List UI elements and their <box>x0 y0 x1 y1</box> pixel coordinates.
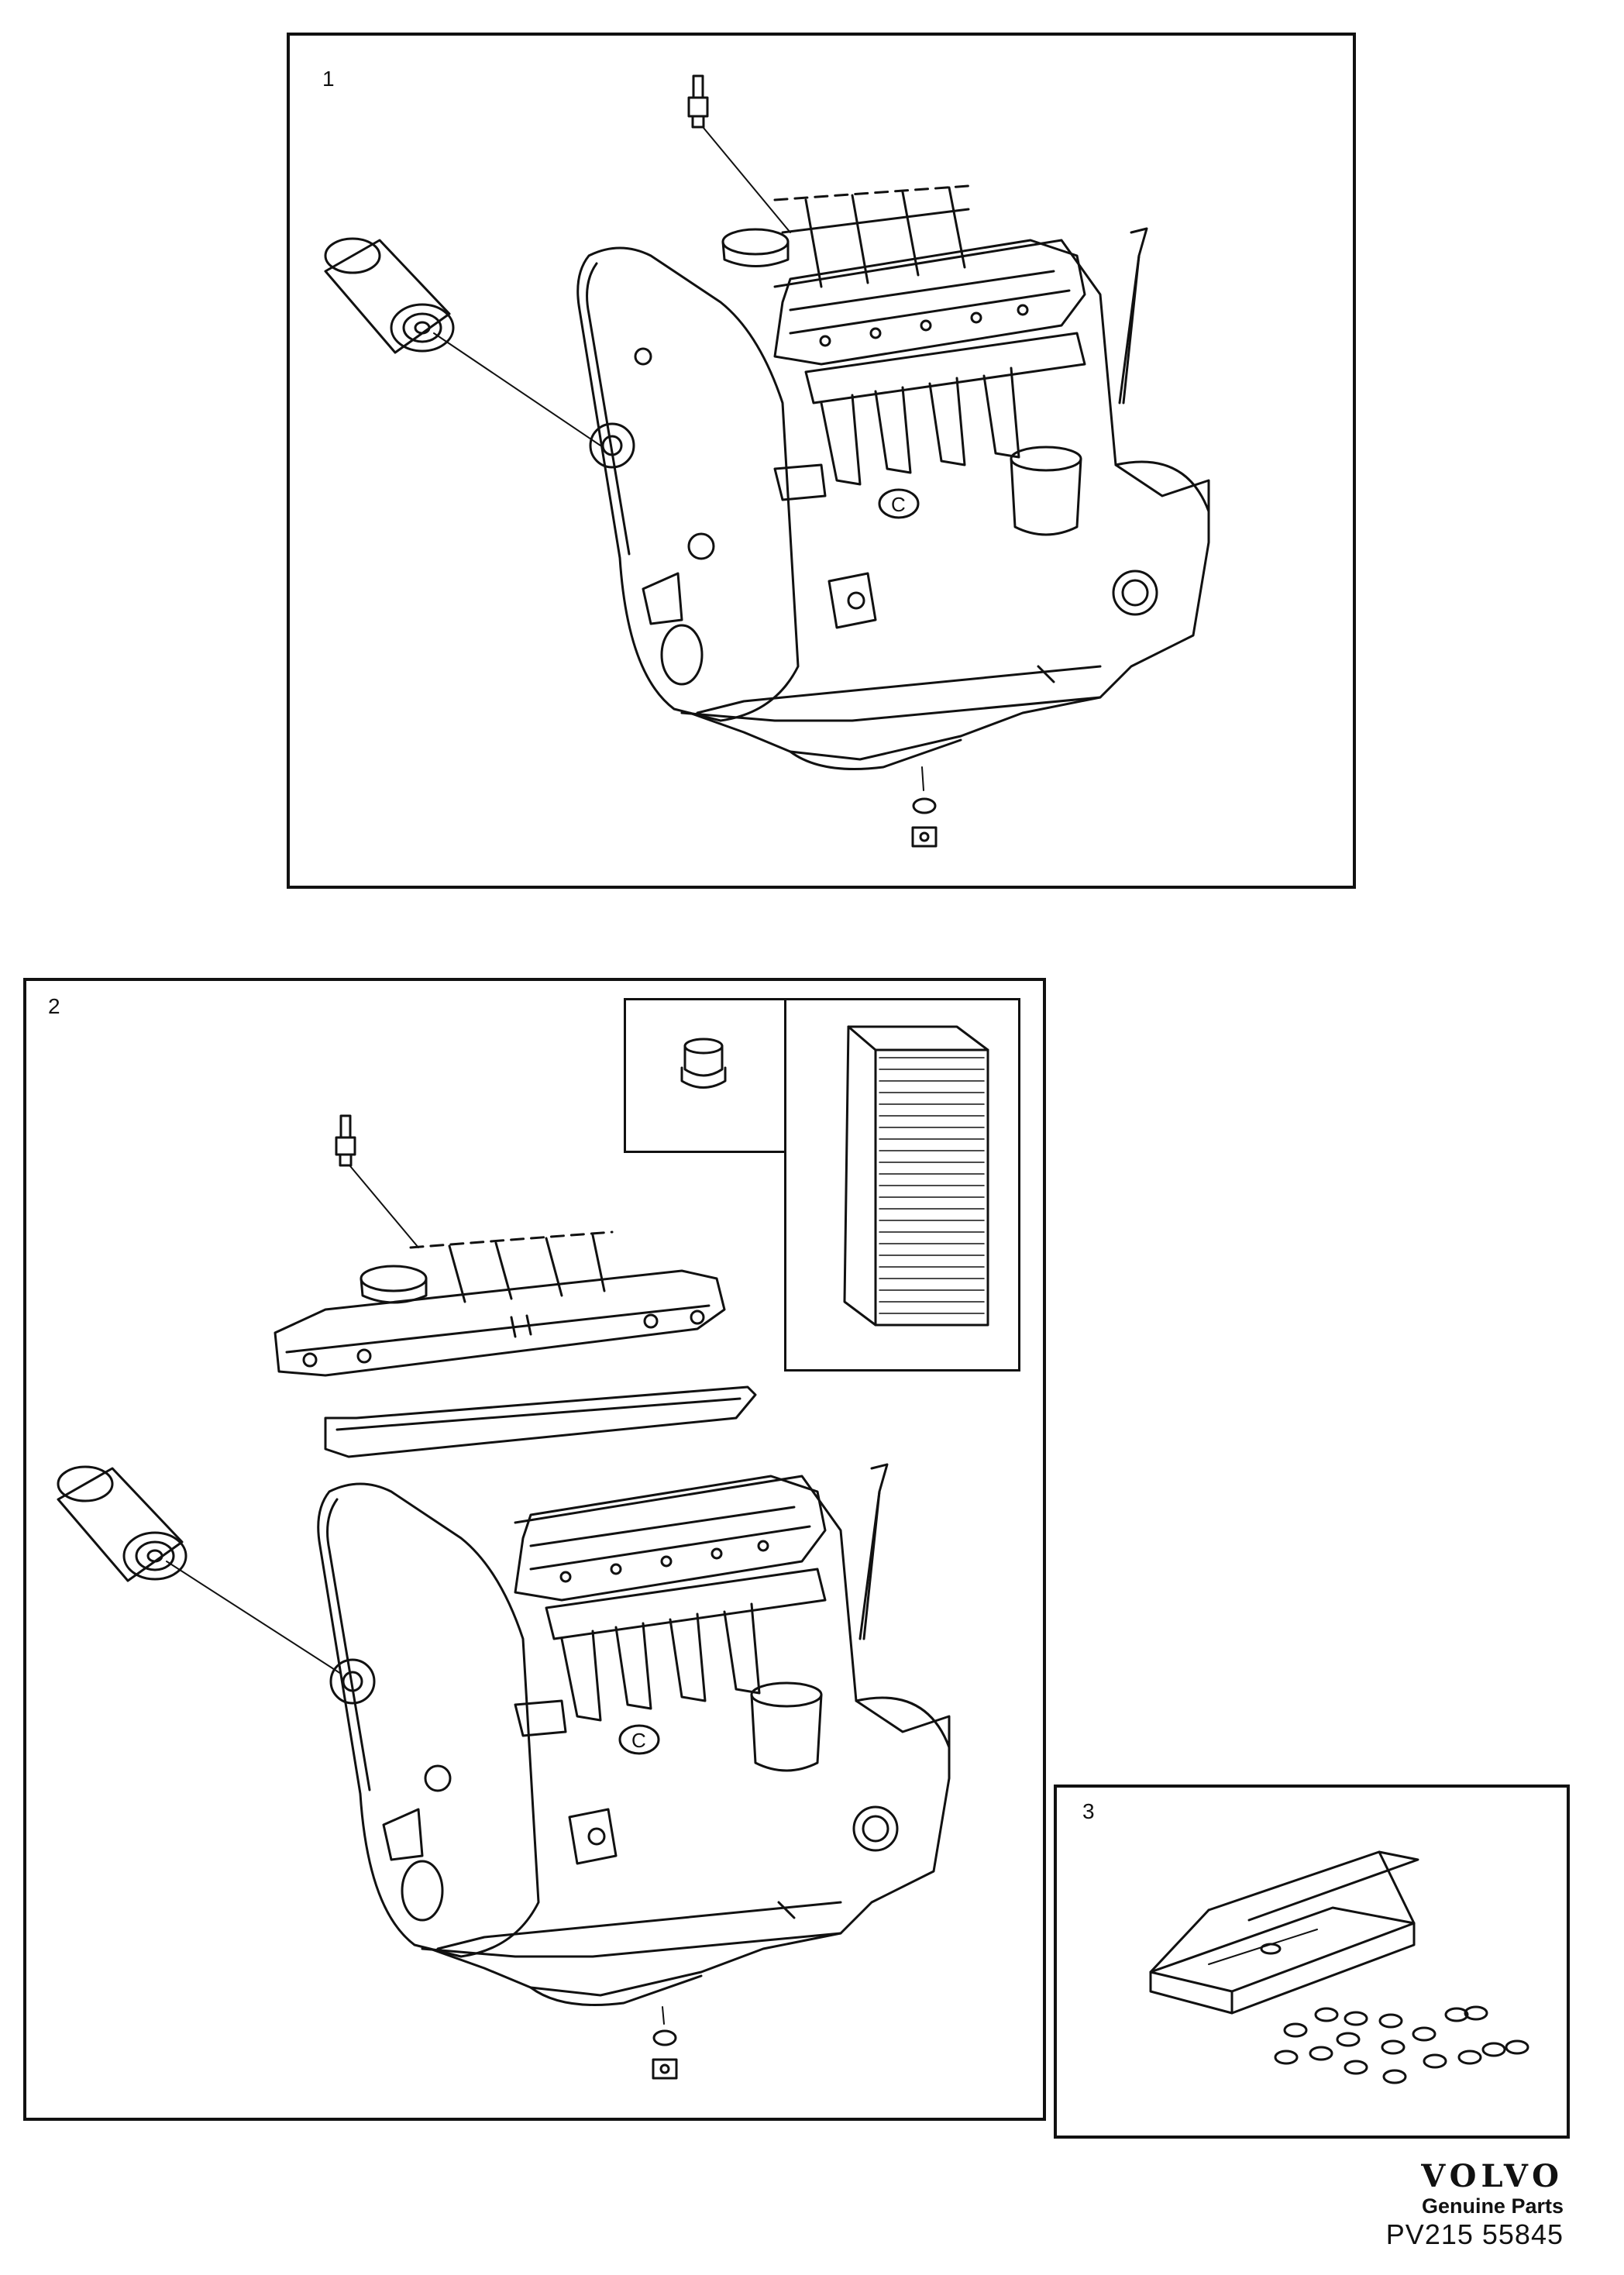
drain-plug-2 <box>652 2006 678 2080</box>
engine-assembly-2: C <box>317 1463 951 2006</box>
seal-rings <box>1274 2005 1529 2084</box>
air-filter-inset <box>784 998 1020 1372</box>
svg-text:C: C <box>631 1729 646 1752</box>
spark-plug-1 <box>687 74 791 233</box>
valve-stem-seal <box>680 1038 727 1089</box>
drain-plug-1 <box>911 766 938 848</box>
illustration-code: PV215 55845 <box>1385 2218 1564 2250</box>
engine-assembly-1: C <box>576 184 1210 770</box>
svg-text:C: C <box>891 493 906 516</box>
brand-block: VOLVO Genuine Parts PV215 55845 <box>1386 2158 1564 2251</box>
oil-filter-2 <box>57 1465 342 1674</box>
panel-number-3: 3 <box>1082 1799 1095 1823</box>
gasket-set-box <box>1149 1850 1419 2015</box>
panel-number-2: 2 <box>48 994 60 1018</box>
spark-plug-2 <box>335 1114 419 1248</box>
volvo-logo: VOLVO <box>1421 2158 1564 2194</box>
valve-cover-2 <box>274 1230 726 1377</box>
panel-number-1: 1 <box>322 67 335 91</box>
air-filter-element <box>843 1025 989 1327</box>
valve-cover-gasket <box>324 1385 757 1458</box>
oil-filter-1 <box>324 237 601 446</box>
panel-1 <box>287 33 1356 889</box>
brand-tagline: Genuine Parts <box>1421 2194 1564 2218</box>
